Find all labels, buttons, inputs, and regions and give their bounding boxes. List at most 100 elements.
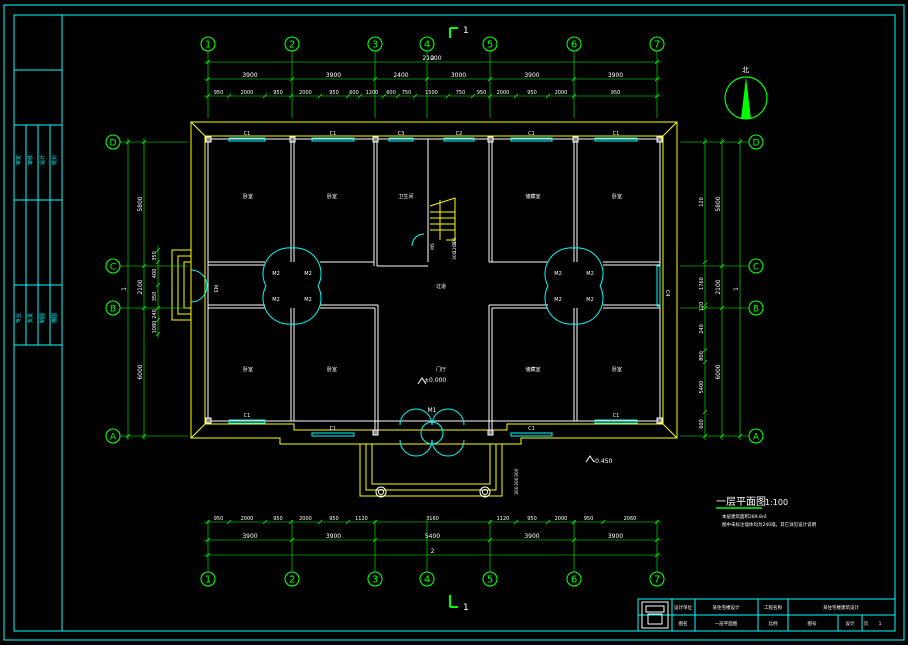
axis-label: A — [753, 433, 760, 443]
dim-tick — [737, 433, 743, 439]
room-label: 卧室 — [243, 193, 253, 200]
dim-value: 2000 — [555, 90, 568, 96]
dim-value: 600 — [386, 90, 396, 96]
left-binding-strip — [13, 14, 63, 632]
title-block-cell: 设计 — [846, 620, 855, 627]
axis-bubble — [649, 571, 665, 587]
axis-label: B — [110, 305, 116, 315]
dim-tick — [487, 537, 493, 543]
axis-bubble — [367, 36, 383, 52]
dim-tick — [654, 76, 660, 82]
dim-value: 2 — [431, 55, 435, 62]
dim-tick — [345, 93, 351, 99]
window — [388, 137, 414, 142]
step-dim: 300 — [514, 477, 520, 486]
dim-tick — [445, 93, 451, 99]
dim-tick — [381, 93, 387, 99]
dim-value: 3900 — [524, 533, 539, 540]
axis-bubble — [367, 571, 383, 587]
axis-bubble — [748, 134, 764, 150]
dim-value: 400 — [152, 269, 158, 279]
exterior-level-text: -0.450 — [593, 458, 613, 465]
title-block-logo — [641, 601, 669, 629]
window-label: C1 — [613, 413, 620, 419]
room-label: 卧室 — [243, 366, 253, 373]
axis-bubble — [649, 36, 665, 52]
strip-label: 制图 — [39, 313, 46, 323]
interior-walls — [205, 136, 663, 436]
strip-label: 校对 — [51, 155, 58, 165]
main-door — [420, 421, 444, 445]
dim-value: 750 — [402, 90, 412, 96]
room-label: 过道 — [436, 283, 446, 290]
dim-value: 600 — [349, 90, 359, 96]
axis-bubble — [419, 36, 435, 52]
window-label: C1 — [330, 131, 337, 137]
window-label: C1 — [528, 131, 535, 137]
axis-label: 5 — [487, 575, 493, 586]
plan-note-2: 图中未标注墙体均为240墙，其它详见设计说明 — [722, 521, 817, 528]
axis-bubble — [419, 571, 435, 587]
dim-value: 5400 — [699, 381, 705, 394]
door-label: M2 — [272, 271, 280, 277]
dim-tick — [654, 519, 660, 525]
axis-bubble — [482, 571, 498, 587]
room-label: 卧室 — [327, 193, 337, 200]
dim-value: 950 — [329, 90, 339, 96]
window-label: C1 — [244, 131, 251, 137]
room-label: 卧室 — [327, 366, 337, 373]
outer-frame — [3, 4, 905, 641]
dim-tick — [205, 552, 211, 558]
section-mark-top: 1 — [449, 26, 469, 38]
window — [510, 137, 553, 142]
dim-value: 6000 — [715, 364, 722, 379]
title-block-cell: 一层平面图 — [715, 621, 738, 627]
dim-tick — [141, 305, 147, 311]
dim-tick — [702, 359, 708, 365]
dim-tick — [719, 305, 725, 311]
dim-value: 950 — [477, 90, 487, 96]
title-block-cell: 比例 — [769, 620, 778, 627]
axis-label: A — [110, 433, 117, 443]
dim-tick — [205, 59, 211, 65]
dim-tick — [289, 76, 295, 82]
dim-value: 600 — [699, 419, 705, 429]
door-label: M2 — [586, 271, 594, 277]
floor-level-text: ±0.000 — [424, 377, 446, 384]
axis-label: 6 — [571, 575, 577, 586]
section-mark-bottom: 1 — [449, 595, 469, 613]
window — [594, 137, 638, 142]
dim-value: 21000 — [422, 55, 441, 62]
dim-tick — [702, 409, 708, 415]
axis-label: D — [110, 139, 117, 149]
dim-value: 6000 — [137, 364, 144, 379]
interior-door — [262, 285, 322, 325]
strip-label: 负责 — [27, 313, 34, 323]
room-label: 卫生间 — [398, 193, 413, 200]
window-label: C1 — [613, 131, 620, 137]
dim-value: 3160 — [426, 516, 439, 522]
dim-value: 2 — [431, 548, 435, 555]
dim-value: 3900 — [524, 72, 539, 79]
dim-tick — [155, 317, 161, 323]
dim-tick — [571, 519, 577, 525]
dim-value: 950 — [611, 90, 621, 96]
axis-bubble — [105, 134, 121, 150]
dim-tick — [262, 519, 268, 525]
dim-tick — [125, 433, 131, 439]
title-block-cell: 图名 — [679, 620, 688, 627]
strip-label: 专业 — [15, 313, 22, 323]
window — [594, 419, 638, 424]
axis-label: B — [753, 305, 759, 315]
room-label: 卧室 — [612, 193, 622, 200]
dim-tick — [141, 263, 147, 269]
plan-note-1: 本层建筑面积289.8㎡ — [722, 513, 767, 520]
dim-tick — [654, 93, 660, 99]
dim-tick — [205, 519, 211, 525]
axis-label: 1 — [205, 40, 211, 51]
dim-tick — [372, 76, 378, 82]
dim-value: 3900 — [326, 533, 341, 540]
dim-value: 800 — [699, 351, 705, 361]
drawing-title-block — [637, 598, 896, 632]
dim-tick — [205, 93, 211, 99]
